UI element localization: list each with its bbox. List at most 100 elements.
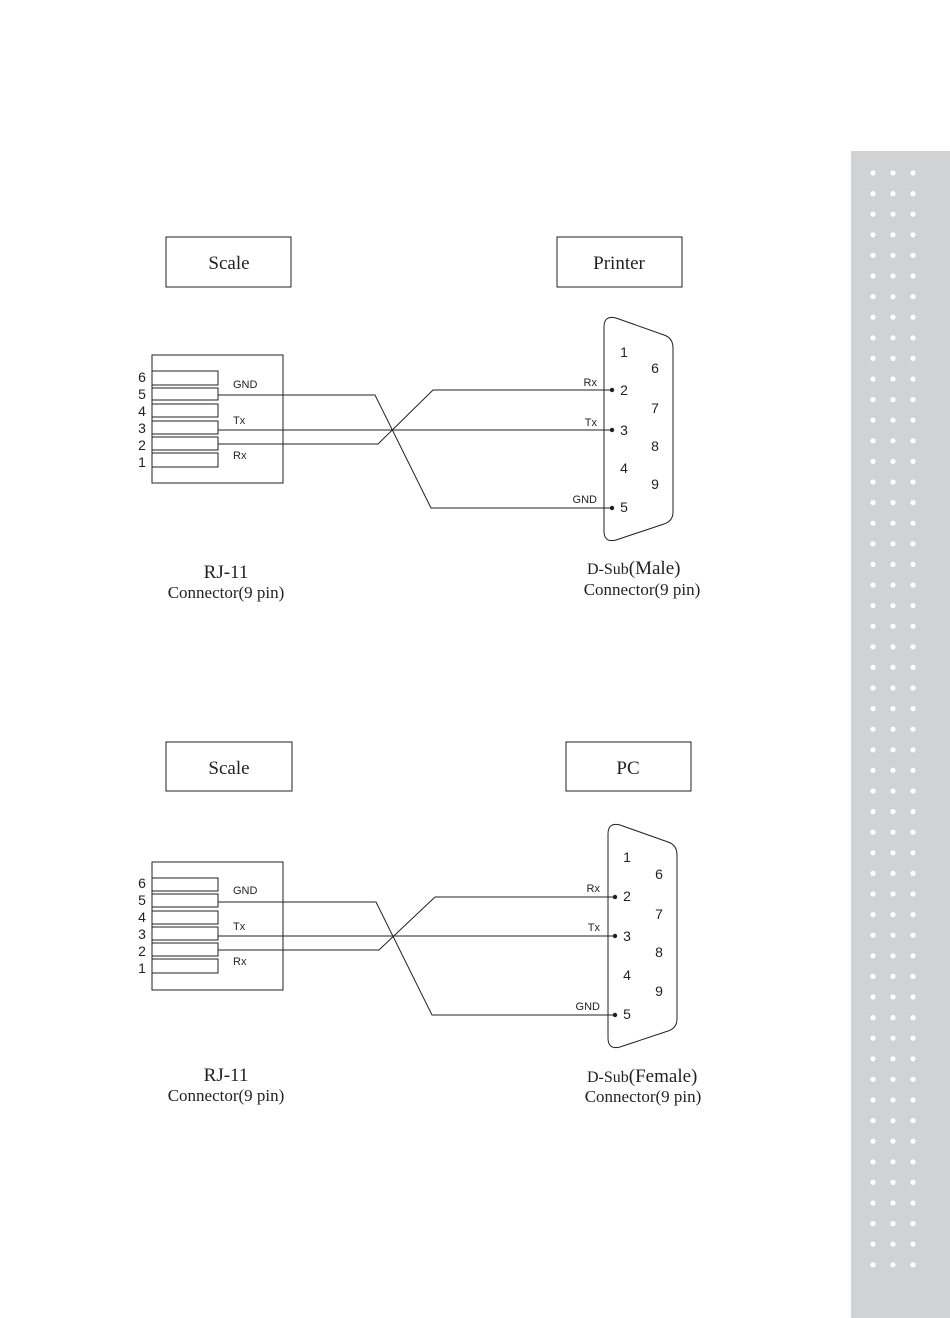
sidebar-dot bbox=[910, 665, 915, 670]
dsub-caption-subtitle: Connector(9 pin) bbox=[585, 1087, 702, 1106]
sidebar-dot bbox=[870, 644, 875, 649]
dsub-signal-tx: Tx bbox=[585, 417, 598, 429]
rj11-signal-tx: Tx bbox=[233, 415, 246, 427]
dsub-pin-number: 6 bbox=[651, 360, 659, 376]
rj11-pin-slot bbox=[152, 421, 218, 434]
sidebar-dot bbox=[910, 974, 915, 979]
sidebar-dot bbox=[870, 562, 875, 567]
sidebar-dot bbox=[910, 294, 915, 299]
dsub-pin-number: 8 bbox=[651, 438, 659, 454]
wire-rx bbox=[218, 390, 612, 444]
sidebar-dot bbox=[890, 768, 895, 773]
sidebar-dot bbox=[870, 871, 875, 876]
sidebar-dot bbox=[870, 253, 875, 258]
sidebar-dot bbox=[890, 273, 895, 278]
sidebar-dot bbox=[890, 953, 895, 958]
sidebar-dot bbox=[870, 1180, 875, 1185]
sidebar-dot bbox=[910, 1262, 915, 1267]
sidebar-dot bbox=[910, 685, 915, 690]
sidebar-dot bbox=[910, 541, 915, 546]
sidebar-dot bbox=[910, 479, 915, 484]
sidebar-dot bbox=[890, 521, 895, 526]
rj11-pin-number: 2 bbox=[138, 943, 146, 959]
sidebar-dot bbox=[890, 1118, 895, 1123]
sidebar-dot bbox=[910, 891, 915, 896]
sidebar-dot bbox=[870, 603, 875, 608]
dsub-pin-number: 9 bbox=[651, 476, 659, 492]
sidebar-dot bbox=[910, 953, 915, 958]
sidebar-dot bbox=[890, 665, 895, 670]
sidebar-dot bbox=[890, 1221, 895, 1226]
scale-box-label: Scale bbox=[208, 253, 249, 274]
sidebar-dot bbox=[910, 253, 915, 258]
sidebar-dot bbox=[890, 891, 895, 896]
dsub-pin-number: 5 bbox=[623, 1006, 631, 1022]
dsub-shell bbox=[604, 317, 673, 540]
dsub-connector: 1 2 3 4 5 6 7 8 9 Rx Tx GND bbox=[573, 317, 673, 540]
sidebar-dot bbox=[890, 335, 895, 340]
rj11-pin-number: 6 bbox=[138, 875, 146, 891]
rj11-caption-title: RJ-11 bbox=[204, 1065, 249, 1086]
rj11-pin-number: 3 bbox=[138, 926, 146, 942]
rj11-pin-slot bbox=[152, 388, 218, 400]
rj11-pin-number: 4 bbox=[138, 403, 146, 419]
rj11-pin-number: 1 bbox=[138, 960, 146, 976]
sidebar-dot bbox=[870, 1159, 875, 1164]
sidebar-dot bbox=[890, 1077, 895, 1082]
sidebar-dot bbox=[870, 1139, 875, 1144]
sidebar-dot bbox=[910, 788, 915, 793]
sidebar-dot bbox=[870, 521, 875, 526]
dsub-pin-number: 5 bbox=[620, 499, 628, 515]
sidebar-dot bbox=[910, 335, 915, 340]
dsub-pin-number: 3 bbox=[620, 422, 628, 438]
wire-node bbox=[613, 895, 617, 899]
sidebar-dot bbox=[870, 974, 875, 979]
wires bbox=[218, 388, 614, 510]
sidebar-dot bbox=[910, 232, 915, 237]
wiring-diagram-printer: Scale Printer 6 5 4 3 2 1 GND Tx Rx bbox=[138, 237, 700, 602]
sidebar-dot bbox=[910, 212, 915, 217]
dsub-signal-rx: Rx bbox=[587, 883, 601, 895]
dsub-pin-number: 2 bbox=[620, 382, 628, 398]
sidebar-dot bbox=[870, 582, 875, 587]
wires bbox=[218, 895, 617, 1017]
sidebar-dot bbox=[910, 500, 915, 505]
sidebar-dot bbox=[910, 418, 915, 423]
rj11-pin-number: 6 bbox=[138, 369, 146, 385]
rj11-signal-rx: Rx bbox=[233, 956, 247, 968]
rj11-connector: 6 5 4 3 2 1 GND Tx Rx bbox=[138, 355, 283, 483]
sidebar-dot bbox=[890, 974, 895, 979]
rj11-signal-gnd: GND bbox=[233, 379, 258, 391]
dsub-pin-number: 7 bbox=[655, 906, 663, 922]
sidebar-dot bbox=[890, 294, 895, 299]
wire-node bbox=[610, 506, 614, 510]
sidebar-dot bbox=[890, 1262, 895, 1267]
sidebar-dot bbox=[890, 1097, 895, 1102]
sidebar-dot bbox=[910, 644, 915, 649]
dsub-pin-number: 6 bbox=[655, 866, 663, 882]
rj11-caption-subtitle: Connector(9 pin) bbox=[168, 583, 285, 602]
wire-node bbox=[610, 428, 614, 432]
sidebar-dot bbox=[890, 994, 895, 999]
sidebar-dot bbox=[890, 706, 895, 711]
sidebar-dot bbox=[870, 232, 875, 237]
sidebar-dot bbox=[890, 500, 895, 505]
sidebar-dot bbox=[870, 953, 875, 958]
dsub-shell bbox=[608, 824, 677, 1047]
sidebar-dot bbox=[890, 418, 895, 423]
sidebar-dot bbox=[890, 809, 895, 814]
sidebar-dot bbox=[870, 1242, 875, 1247]
sidebar-dot bbox=[870, 809, 875, 814]
sidebar-dot bbox=[910, 830, 915, 835]
sidebar-dot bbox=[910, 706, 915, 711]
sidebar-dot bbox=[890, 1015, 895, 1020]
sidebar-dot bbox=[890, 912, 895, 917]
dsub-caption-subtitle: Connector(9 pin) bbox=[584, 580, 701, 599]
sidebar-dot bbox=[910, 624, 915, 629]
sidebar-dot bbox=[870, 479, 875, 484]
sidebar-dot bbox=[870, 191, 875, 196]
dsub-pin-number: 8 bbox=[655, 944, 663, 960]
rj11-signal-gnd: GND bbox=[233, 885, 258, 897]
sidebar-dot bbox=[910, 315, 915, 320]
sidebar-dot bbox=[910, 356, 915, 361]
